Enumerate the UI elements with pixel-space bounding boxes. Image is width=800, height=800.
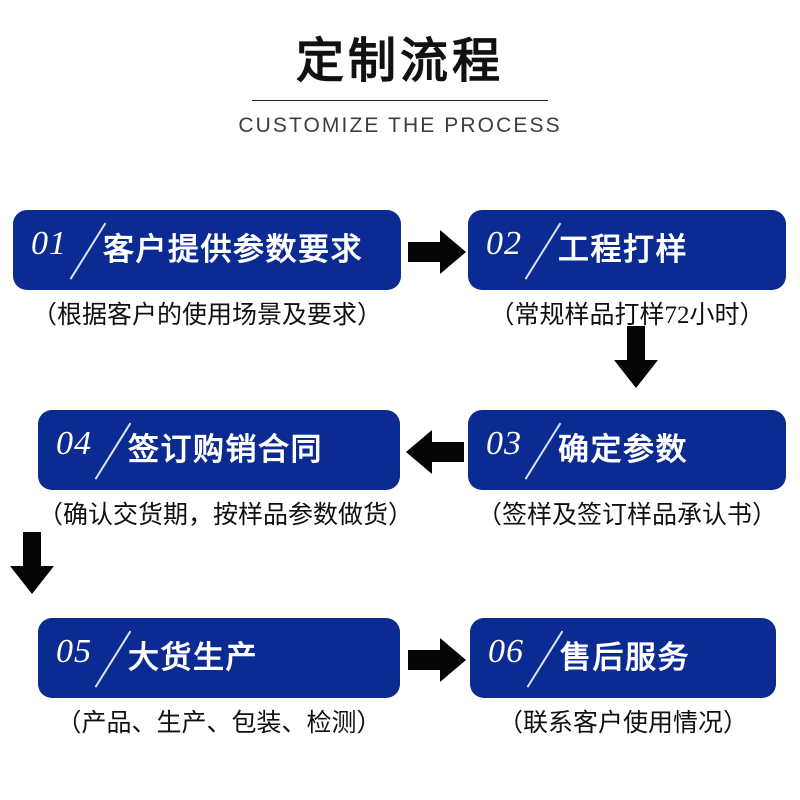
step-02-title: 工程打样 xyxy=(558,232,688,267)
step-06-number: 06 xyxy=(488,633,524,670)
page-header: 定制流程 CUSTOMIZE THE PROCESS xyxy=(0,0,800,139)
step-03-caption: （签样及签订样品承认书） xyxy=(476,502,777,529)
step-04[interactable]: 04 签订购销合同 （确认交货期，按样品参数做货） xyxy=(38,410,414,531)
page-title: 定制流程 xyxy=(295,35,504,88)
step-06-title: 售后服务 xyxy=(560,640,690,675)
step-02-slash-divider xyxy=(524,222,561,280)
step-05-title: 大货生产 xyxy=(128,640,258,675)
step-02-caption: （常规样品打样72小时） xyxy=(489,302,765,329)
step-06-slash-divider xyxy=(526,630,563,688)
step-03[interactable]: 03 确定参数 （签样及签订样品承认书） xyxy=(468,410,786,531)
step-02-box[interactable]: 02 工程打样 xyxy=(468,210,786,290)
step-05-caption: （产品、生产、包装、检测） xyxy=(56,710,382,737)
flow-row-2: 04 签订购销合同 （确认交货期，按样品参数做货） 03 确定参数 （签样及签订… xyxy=(0,396,800,596)
step-04-number: 04 xyxy=(56,425,92,462)
step-06[interactable]: 06 售后服务 （联系客户使用情况） xyxy=(470,618,776,739)
page-subtitle: CUSTOMIZE THE PROCESS xyxy=(238,114,562,137)
step-06-caption: （联系客户使用情况） xyxy=(497,710,748,737)
step-05-number: 05 xyxy=(56,633,92,670)
process-flow-diagram: 01 客户提供参数要求 （根据客户的使用场景及要求） 02 工程打样 （常规样品… xyxy=(0,196,800,786)
step-06-box[interactable]: 06 售后服务 xyxy=(470,618,776,698)
step-03-slash-divider xyxy=(524,422,561,480)
arrow-left-icon xyxy=(404,428,464,476)
step-04-caption: （确认交货期，按样品参数做货） xyxy=(38,502,414,529)
title-divider xyxy=(252,100,548,101)
step-05[interactable]: 05 大货生产 （产品、生产、包装、检测） xyxy=(38,618,400,739)
step-01-box[interactable]: 01 客户提供参数要求 xyxy=(13,210,401,290)
step-01-number: 01 xyxy=(31,225,67,262)
step-04-title: 签订购销合同 xyxy=(128,432,323,467)
step-02-number: 02 xyxy=(486,225,522,262)
step-01-title: 客户提供参数要求 xyxy=(103,232,363,267)
step-03-box[interactable]: 03 确定参数 xyxy=(468,410,786,490)
step-03-number: 03 xyxy=(486,425,522,462)
step-04-slash-divider xyxy=(94,422,131,480)
step-01-slash-divider xyxy=(69,222,106,280)
arrow-down-icon xyxy=(8,532,56,594)
step-01-caption: （根据客户的使用场景及要求） xyxy=(31,302,382,329)
arrow-right-icon xyxy=(408,636,466,684)
flow-row-3: 05 大货生产 （产品、生产、包装、检测） 06 售后服务 （联系客户使用情况） xyxy=(0,596,800,786)
arrow-right-icon xyxy=(408,228,466,276)
step-04-box[interactable]: 04 签订购销合同 xyxy=(38,410,400,490)
step-01[interactable]: 01 客户提供参数要求 （根据客户的使用场景及要求） xyxy=(13,210,401,331)
step-05-slash-divider xyxy=(94,630,131,688)
step-03-title: 确定参数 xyxy=(558,432,688,467)
step-05-box[interactable]: 05 大货生产 xyxy=(38,618,400,698)
flow-row-1: 01 客户提供参数要求 （根据客户的使用场景及要求） 02 工程打样 （常规样品… xyxy=(0,196,800,396)
arrow-down-icon xyxy=(612,326,660,388)
step-02[interactable]: 02 工程打样 （常规样品打样72小时） xyxy=(468,210,786,331)
